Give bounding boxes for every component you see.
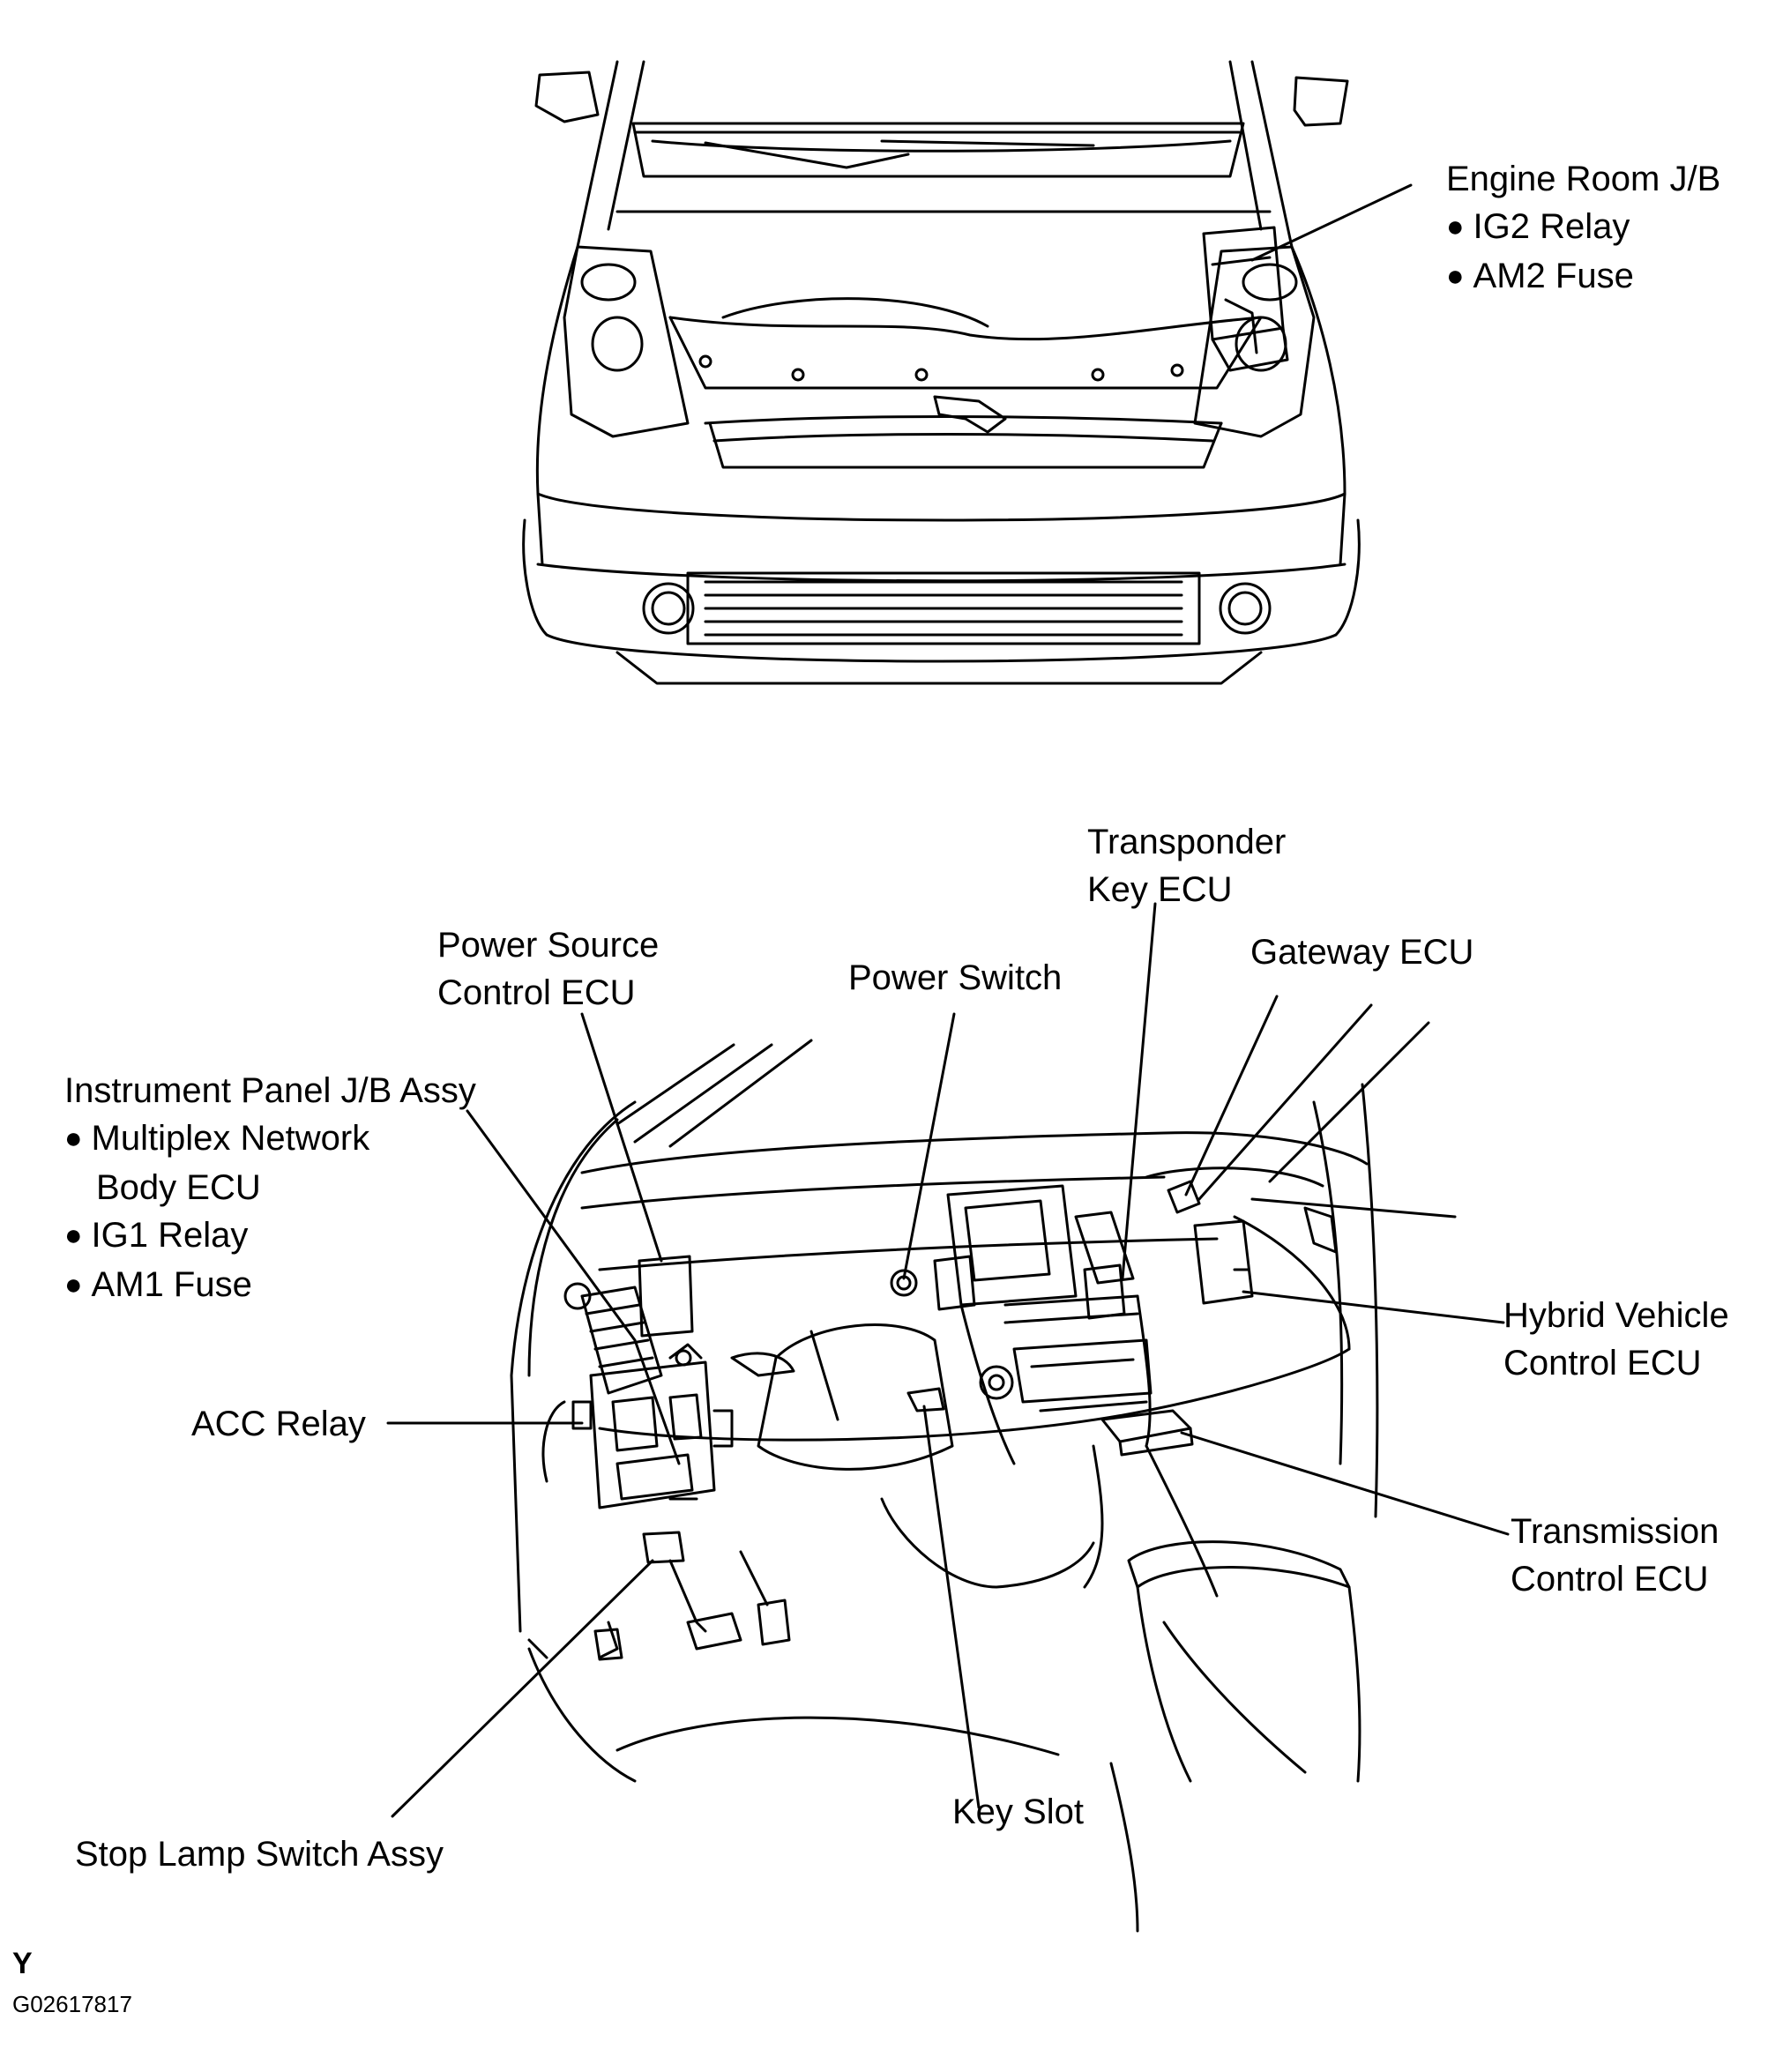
leader-transponder-key-ecu	[1121, 902, 1157, 1280]
leader-power-switch	[902, 1012, 956, 1280]
leader-key-slot	[922, 1405, 981, 1809]
engine-room-jb-item: ●AM2 Fuse	[1446, 257, 1634, 295]
instrument-panel-jb-title: Instrument Panel J/B Assy	[64, 1071, 476, 1110]
hybrid-vehicle-control-ecu-label: Hybrid Vehicle Control ECU	[1503, 1296, 1729, 1383]
power-switch-label: Power Switch	[848, 958, 1063, 997]
leader-hybrid-vehicle-control-ecu	[1242, 1290, 1505, 1324]
bullet-icon: ●	[64, 1122, 83, 1155]
instrument-panel-jb-item: ●Multiplex Network	[64, 1119, 370, 1158]
power-source-control-ecu-label: Power Source Control ECU	[437, 926, 660, 1012]
instrument-panel-jb-label: Instrument Panel J/B Assy ●Multiplex Net…	[64, 1067, 476, 1310]
leader-gateway-ecu	[1184, 995, 1279, 1196]
transmission-control-ecu-label: Transmission Control ECU	[1511, 1512, 1720, 1599]
leader-lines	[386, 902, 1510, 1818]
transponder-key-ecu-label: Transponder Key ECU	[1087, 823, 1287, 909]
key-slot-label: Key Slot	[952, 1793, 1084, 1831]
vehicle-front-illustration	[522, 60, 1361, 685]
bullet-icon: ●	[64, 1219, 83, 1252]
bullet-icon: ●	[64, 1268, 83, 1301]
instrument-panel-jb-item-continued: Body ECU	[96, 1168, 261, 1207]
engine-room-jb-item: ●IG2 Relay	[1446, 207, 1630, 246]
leader-stop-lamp-switch	[391, 1559, 654, 1818]
footer-letter: Y	[12, 1947, 33, 1980]
acc-relay-label: ACC Relay	[191, 1405, 366, 1443]
leader-transmission-control-ecu	[1180, 1431, 1510, 1536]
leader-instrument-panel-jb	[466, 1109, 681, 1465]
leader-engine-room-jb	[1250, 183, 1413, 262]
instrument-panel-jb-item: ●IG1 Relay	[64, 1216, 249, 1255]
engine-room-jb-label: Engine Room J/B ●IG2 Relay ●AM2 Fuse	[1446, 155, 1720, 302]
bullet-icon: ●	[1446, 210, 1465, 243]
bullet-icon: ●	[1446, 259, 1465, 293]
stop-lamp-switch-assy-label: Stop Lamp Switch Assy	[75, 1835, 444, 1874]
gateway-ecu-label: Gateway ECU	[1250, 933, 1474, 972]
figure-code: G02617817	[12, 1991, 132, 2017]
instrument-panel-jb-item: ●AM1 Fuse	[64, 1265, 252, 1304]
engine-room-jb-title: Engine Room J/B	[1446, 160, 1721, 198]
leader-power-source-control-ecu	[580, 1012, 663, 1263]
